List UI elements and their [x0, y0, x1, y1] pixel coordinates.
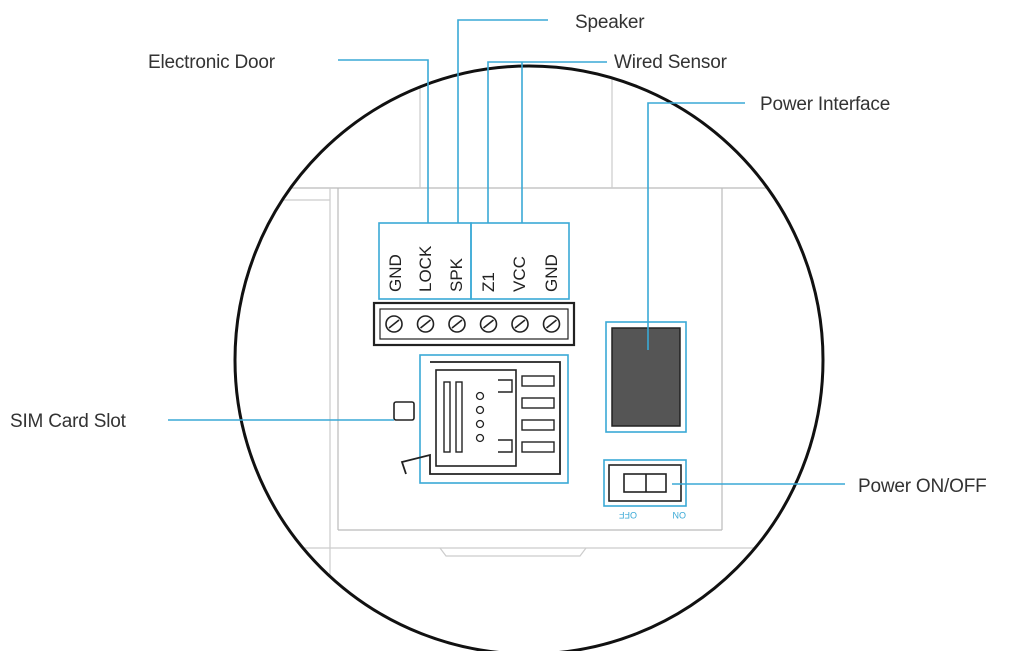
label-sim-card-slot: SIM Card Slot — [10, 411, 127, 432]
terminal-screw-slot — [514, 319, 526, 329]
leader-lines — [168, 19, 845, 485]
terminal-screw-slot — [546, 319, 557, 329]
power-switch: OFF ON — [603, 459, 687, 520]
terminal-label-box-right — [470, 222, 570, 300]
terminal-block — [372, 301, 576, 347]
terminal-screw-slot — [420, 319, 431, 329]
pin-label-lock: LOCK — [416, 245, 435, 292]
sim-card-slot — [393, 354, 569, 484]
pin-label-z1: Z1 — [479, 272, 498, 292]
label-speaker: Speaker — [575, 12, 645, 33]
label-power-interface: Power Interface — [760, 94, 890, 115]
switch-label-on: ON — [673, 510, 687, 520]
pin-label-gnd-1: GND — [386, 254, 405, 292]
label-wired-sensor: Wired Sensor — [614, 52, 728, 73]
magnifier-circle — [233, 64, 825, 651]
device-interior: GND LOCK SPK Z1 VCC GND — [235, 66, 823, 600]
label-power-switch: Power ON/OFF — [858, 476, 987, 497]
terminal-screw-slot — [483, 319, 494, 329]
pin-label-vcc: VCC — [510, 256, 529, 292]
power-interface-port — [605, 321, 687, 433]
callout-labels: Speaker Electronic Door Wired Sensor Pow… — [10, 12, 987, 497]
terminal-screw-slot — [388, 319, 400, 329]
terminal-screw-slot — [451, 319, 463, 329]
terminal-pin-labels: GND LOCK SPK Z1 VCC GND — [386, 245, 561, 292]
label-electronic-door: Electronic Door — [148, 52, 276, 73]
pin-label-gnd-2: GND — [542, 254, 561, 292]
pin-label-spk: SPK — [447, 257, 466, 292]
switch-label-off: OFF — [619, 510, 637, 520]
